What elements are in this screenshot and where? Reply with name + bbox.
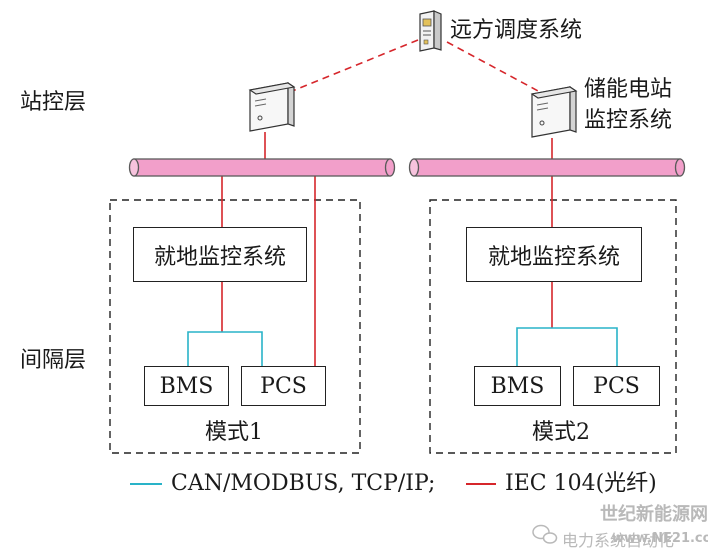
station-monitor-label-line2: 监控系统 xyxy=(584,108,673,133)
watermark-site-cn: 世纪新能源网 xyxy=(600,504,708,525)
station-monitor-label-line1: 储能电站 xyxy=(584,77,673,102)
station-bus-right xyxy=(408,158,686,177)
mode1-local-monitor-box: 就地监控系统 xyxy=(133,227,307,282)
can-links-1 xyxy=(187,331,263,366)
mode2-frame xyxy=(429,199,677,454)
remote-dispatch-label: 远方调度系统 xyxy=(450,18,583,43)
mode1-pcs-box: PCS xyxy=(241,366,326,406)
dispatch-tower-icon xyxy=(419,10,442,52)
mode2-bms-box: BMS xyxy=(474,366,561,406)
legend-iec-label: IEC 104(光纤) xyxy=(505,471,657,496)
mode2-caption: 模式2 xyxy=(532,420,590,445)
bay-layer-label: 间隔层 xyxy=(20,348,87,373)
mode2-local-monitor-box: 就地监控系统 xyxy=(466,227,642,282)
can-links-2 xyxy=(516,327,618,366)
dispatch-link-left xyxy=(289,39,419,93)
legend-can-label: CAN/MODBUS, TCP/IP; xyxy=(171,471,436,496)
mode1-caption: 模式1 xyxy=(205,420,263,445)
dispatch-link-right xyxy=(446,41,541,93)
watermark-site-en: www.NE21.com xyxy=(612,531,708,546)
mode1-frame xyxy=(109,199,361,454)
mode1-bms-box: BMS xyxy=(144,366,229,406)
station-layer-label: 站控层 xyxy=(20,90,87,115)
wechat-icon xyxy=(532,524,558,544)
watermark-wechat-text: 电力系统自动化 xyxy=(562,531,675,550)
station-bus-left xyxy=(128,158,396,177)
mode2-pcs-box: PCS xyxy=(573,366,660,406)
monitor-server-icon xyxy=(530,85,578,138)
station-server-icon xyxy=(248,81,296,132)
